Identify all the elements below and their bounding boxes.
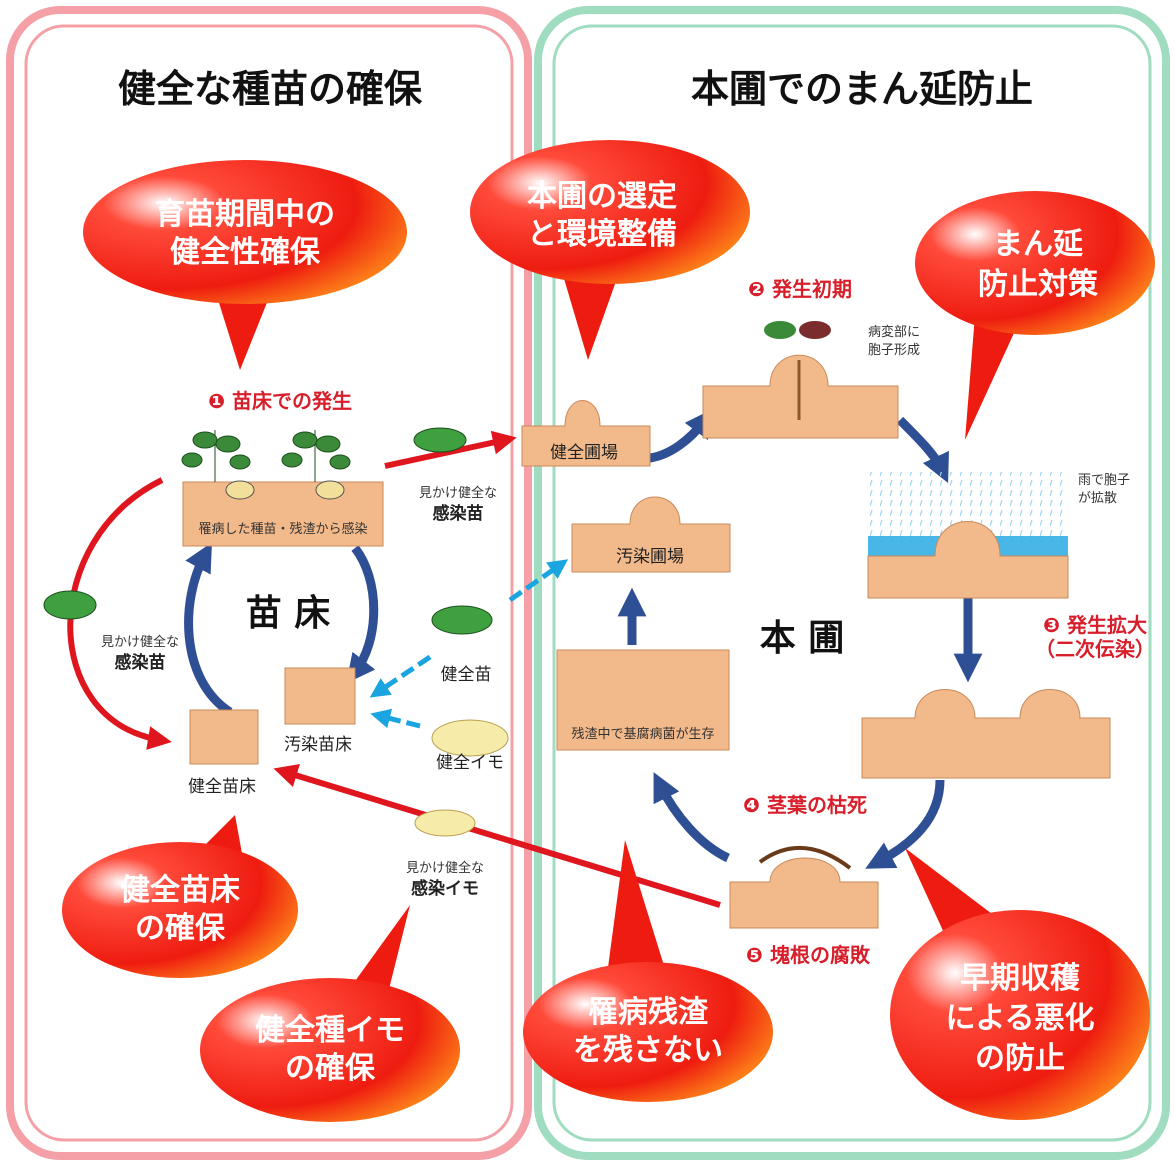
cyan-arrows	[369, 559, 569, 729]
bubble-b4-line1: 健全苗床	[120, 873, 240, 908]
bubble-b1	[83, 160, 407, 370]
spread-field	[861, 689, 1111, 779]
infected-nursery-bed: 罹病した種苗・残渣から感染	[182, 480, 384, 547]
step-5-label: ❺ 塊根の腐敗	[746, 943, 871, 967]
contaminated-field-box	[571, 496, 731, 573]
bubble-b3-line1: まん延	[993, 227, 1084, 262]
contaminated-field-label: 汚染圃場	[616, 547, 684, 567]
infected-seedling-2: 感染苗	[115, 652, 166, 673]
rain-label-1: 雨で胞子	[1078, 473, 1130, 488]
step-2-label: ❷ 発生初期	[748, 277, 852, 301]
bubble-b6	[523, 840, 773, 1102]
step-3-sub-label: （二次伝染）	[1035, 637, 1155, 661]
bubble-b2	[470, 140, 750, 360]
apparent-healthy-2: 見かけ健全な	[101, 634, 179, 650]
apparent-healthy-3: 見かけ健全な	[406, 860, 484, 876]
bubble-b1-line1: 育苗期間中の	[155, 197, 335, 232]
right-panel-title: 本圃でのまん延防止	[691, 67, 1033, 111]
residue-box	[556, 649, 730, 751]
wilted-field	[729, 845, 879, 929]
healthy-field-box	[521, 400, 651, 467]
infected-seedling-1: 感染苗	[433, 503, 484, 524]
contaminated-nursery-box	[284, 667, 356, 725]
bubble-b1-line2: 健全性確保	[170, 235, 321, 270]
bubble-b3	[915, 191, 1155, 440]
infected-from-label: 罹病した種苗・残渣から感染	[198, 521, 367, 537]
spore-label-2: 胞子形成	[868, 343, 920, 358]
bubble-b5-line1: 健全種イモ	[255, 1013, 405, 1048]
bubble-b7-line1: 早期収穫	[960, 961, 1080, 996]
early-stage-field	[702, 321, 899, 439]
bubble-b2-line1: 本圃の選定	[527, 179, 677, 214]
healthy-nursery-box	[189, 709, 259, 765]
step-1-label: ❶ 苗床での発生	[208, 389, 352, 413]
nursery-bed-label: 苗 床	[246, 593, 331, 634]
cutting-icons	[43, 427, 493, 635]
seedling-plants	[181, 430, 351, 482]
bubble-b6-line2: を残さない	[573, 1033, 723, 1068]
step-3-label: ❸ 発生拡大	[1043, 613, 1147, 637]
infected-tuber-label: 感染イモ	[411, 878, 479, 899]
red-arrows	[67, 430, 721, 908]
bubble-b7-line3: の防止	[975, 1041, 1065, 1076]
apparent-healthy-1: 見かけ健全な	[419, 485, 497, 501]
step-4-label: ❹ 茎葉の枯死	[743, 793, 867, 817]
bubble-b7-line2: による悪化	[945, 1001, 1094, 1036]
left-panel: 健全な種苗の確保	[6, 6, 532, 1160]
bubble-b7	[890, 848, 1150, 1120]
bubble-b3-line2: 防止対策	[978, 267, 1098, 302]
rain-label-2: が拡散	[1078, 491, 1117, 506]
healthy-seedling-label: 健全苗	[441, 665, 492, 685]
healthy-field-label: 健全圃場	[550, 443, 618, 463]
left-panel-title: 健全な種苗の確保	[118, 67, 423, 111]
healthy-tuber-label: 健全イモ	[436, 753, 504, 773]
contaminated-nursery-label: 汚染苗床	[284, 735, 352, 755]
healthy-tuber-icon	[431, 719, 509, 757]
bubble-b4-line2: の確保	[135, 911, 226, 946]
rain-field	[867, 472, 1069, 599]
main-field-label: 本 圃	[760, 618, 845, 659]
residue-survive-label: 残渣中で基腐病菌が生存	[571, 727, 714, 742]
infected-tuber-icon	[414, 809, 476, 837]
bubble-b4	[62, 815, 298, 978]
bubble-b5-line2: の確保	[285, 1051, 376, 1086]
bubble-b6-line1: 罹病残渣	[588, 995, 709, 1030]
bubble-b2-line2: と環境整備	[527, 217, 677, 252]
spore-label-1: 病変部に	[868, 324, 920, 340]
bubble-b5	[200, 905, 460, 1122]
healthy-nursery-label: 健全苗床	[188, 777, 256, 797]
blue-arrows	[184, 408, 983, 869]
